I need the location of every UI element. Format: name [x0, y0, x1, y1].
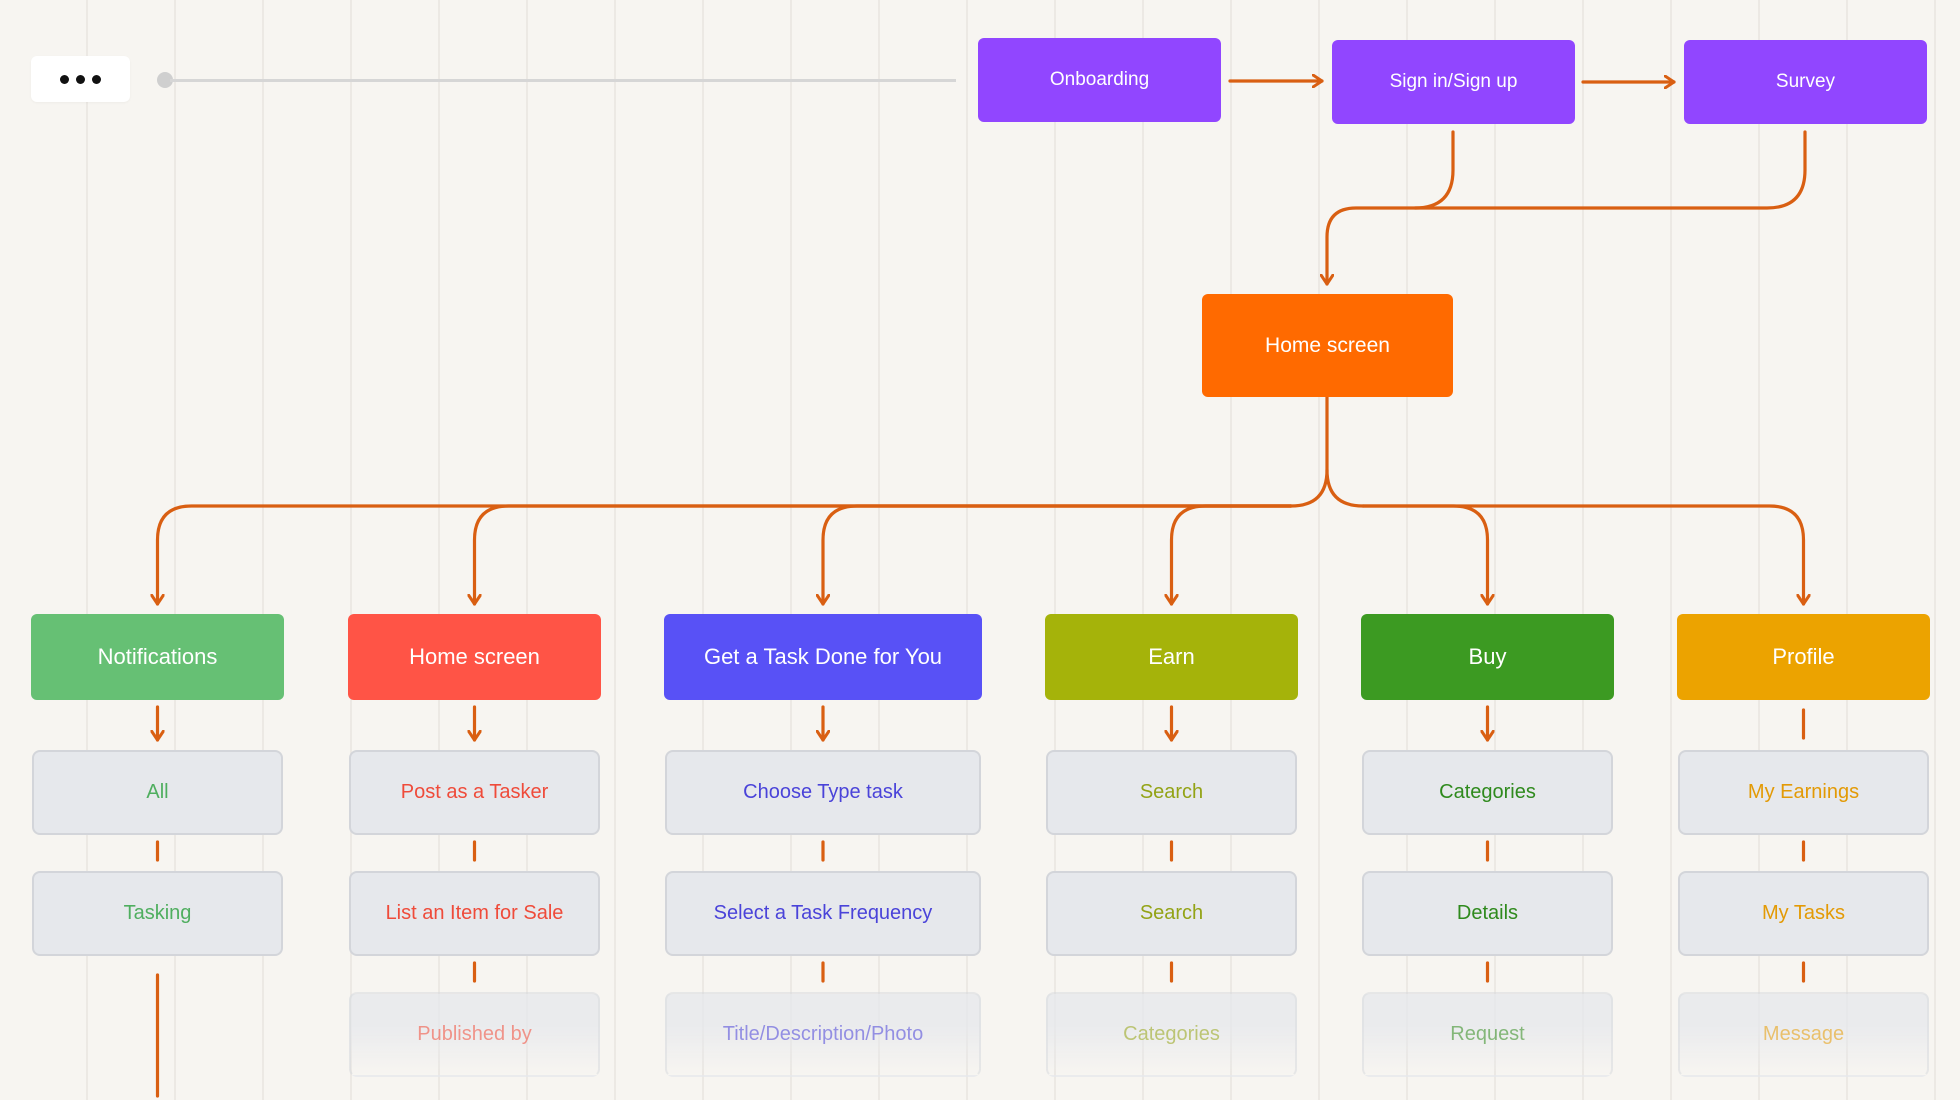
step-label: My Earnings: [1747, 781, 1860, 803]
connector-home-to-category-1: [475, 504, 1293, 606]
step-node-search[interactable]: Search: [1046, 871, 1297, 956]
step-node-categories[interactable]: Categories: [1046, 992, 1297, 1077]
step-node-choose-type-task[interactable]: Choose Type task: [665, 750, 981, 835]
category-label: Home screen: [409, 644, 540, 669]
category-node-home-screen-1[interactable]: Home screen: [348, 614, 601, 700]
step-label: All: [146, 781, 169, 803]
step-node-published-by[interactable]: Published by: [349, 992, 600, 1077]
category-label: Buy: [1468, 644, 1507, 669]
home-screen-node[interactable]: Home screen: [1202, 294, 1453, 397]
step-node-post-as-a-tasker[interactable]: Post as a Tasker: [349, 750, 600, 835]
step-label: Tasking: [123, 902, 192, 924]
step-node-tasking[interactable]: Tasking: [32, 871, 283, 956]
step-node-all[interactable]: All: [32, 750, 283, 835]
sign-in-sign-up-node[interactable]: Sign in/Sign up: [1332, 40, 1575, 124]
step-label: Categories: [1123, 1023, 1220, 1045]
step-node-list-an-item-for-sale[interactable]: List an Item for Sale: [349, 871, 600, 956]
step-node-title-description-photo[interactable]: Title/Description/Photo: [665, 992, 981, 1077]
connector-signin-to-home: [1327, 130, 1455, 286]
category-node-profile-5[interactable]: Profile: [1677, 614, 1930, 700]
home-screen-label: Home screen: [1265, 333, 1390, 357]
step-label: Choose Type task: [743, 781, 903, 803]
step-label: Search: [1139, 902, 1204, 924]
step-node-categories[interactable]: Categories: [1362, 750, 1613, 835]
category-node-get-a-task-done-for-you-2[interactable]: Get a Task Done for You: [664, 614, 982, 700]
connector-home-to-category-3: [1172, 504, 1293, 606]
step-label: Details: [1456, 902, 1519, 924]
timeline-handle[interactable]: [157, 72, 173, 88]
step-label: Request: [1450, 1023, 1525, 1045]
connector-home-to-category-2: [823, 504, 1293, 606]
step-label: Message: [1762, 1023, 1845, 1045]
category-label: Earn: [1148, 644, 1195, 669]
step-node-message[interactable]: Message: [1678, 992, 1929, 1077]
survey-node[interactable]: Survey: [1684, 40, 1927, 124]
step-label: Select a Task Frequency: [713, 902, 933, 924]
connector-home-trunk-right: [1325, 468, 1365, 508]
more-horizontal-icon: [60, 74, 101, 84]
step-node-my-tasks[interactable]: My Tasks: [1678, 871, 1929, 956]
step-label: Post as a Tasker: [400, 781, 549, 803]
connector-home-to-category-4: [1361, 504, 1488, 606]
step-label: List an Item for Sale: [385, 902, 564, 924]
connector-home-trunk-left: [1289, 395, 1329, 508]
step-label: Search: [1139, 781, 1204, 803]
category-node-earn-3[interactable]: Earn: [1045, 614, 1298, 700]
category-label: Notifications: [97, 644, 218, 669]
survey-label: Survey: [1775, 71, 1836, 92]
connector-home-to-category-0: [158, 504, 1293, 606]
step-node-request[interactable]: Request: [1362, 992, 1613, 1077]
category-node-notifications-0[interactable]: Notifications: [31, 614, 284, 700]
onboarding-node[interactable]: Onboarding: [978, 38, 1221, 122]
step-label: Published by: [417, 1023, 532, 1045]
step-label: Categories: [1439, 781, 1536, 803]
timeline-track[interactable]: [170, 79, 956, 82]
step-label: Title/Description/Photo: [722, 1023, 924, 1045]
step-node-my-earnings[interactable]: My Earnings: [1678, 750, 1929, 835]
step-node-select-a-task-frequency[interactable]: Select a Task Frequency: [665, 871, 981, 956]
step-node-details[interactable]: Details: [1362, 871, 1613, 956]
step-node-search[interactable]: Search: [1046, 750, 1297, 835]
step-label: My Tasks: [1762, 902, 1845, 924]
category-label: Get a Task Done for You: [703, 644, 943, 669]
category-label: Profile: [1772, 644, 1835, 669]
sign-in-sign-up-label: Sign in/Sign up: [1389, 71, 1518, 92]
connector-home-to-category-5: [1361, 504, 1804, 606]
category-node-buy-4[interactable]: Buy: [1361, 614, 1614, 700]
connector-survey-to-home: [1413, 130, 1807, 210]
more-options-button[interactable]: [31, 56, 130, 102]
onboarding-label: Onboarding: [1049, 69, 1150, 90]
